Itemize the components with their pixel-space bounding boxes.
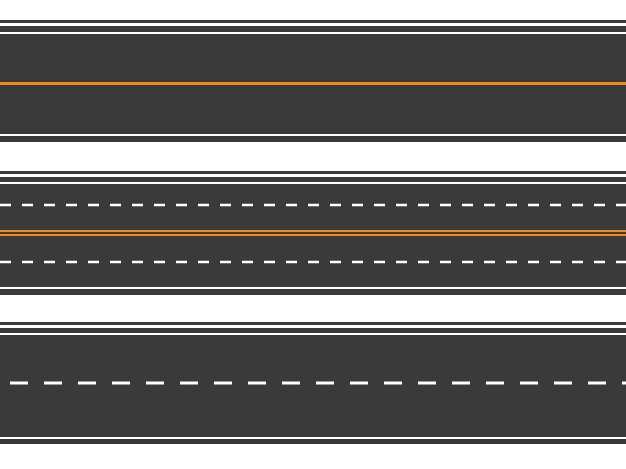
road-1-top-edge-line (0, 20, 626, 23)
road-3-top-edge-line (0, 322, 626, 325)
road-two-lane (0, 20, 626, 142)
road-1-center-line (0, 82, 626, 85)
road-2-center-line-upper (0, 230, 626, 232)
road-2-bottom-white-line (0, 287, 626, 289)
road-2-top-white-line (0, 182, 626, 184)
road-two-lane-dashed (0, 322, 626, 444)
road-3-bottom-white-line (0, 437, 626, 439)
road-3-asphalt (0, 328, 626, 444)
road-four-lane (0, 171, 626, 295)
road-2-top-edge-line (0, 171, 626, 174)
road-3-top-white-line (0, 333, 626, 335)
road-2-center-line-lower (0, 234, 626, 236)
road-1-bottom-white-line (0, 134, 626, 136)
road-1-top-white-line (0, 32, 626, 34)
